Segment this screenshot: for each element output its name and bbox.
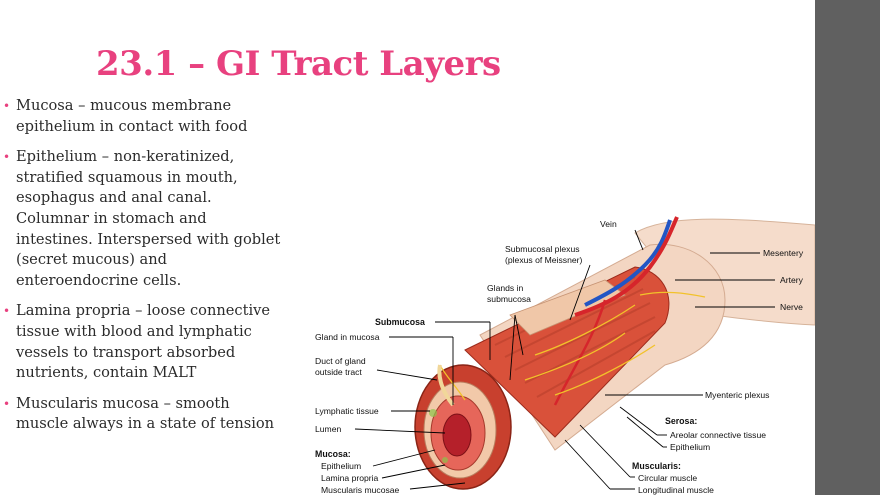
label-myenteric-plexus: Myenteric plexus: [705, 390, 769, 400]
bullet-text: Mucosa – mucous membrane epithelium in c…: [16, 97, 248, 135]
vein-vessel: [584, 219, 672, 307]
label-submucosa: Submucosa: [375, 317, 425, 327]
bullet-text: Lamina propria – loose connective tissue…: [16, 302, 270, 382]
lymphatic-nodule: [429, 409, 437, 417]
label-artery: Artery: [780, 275, 804, 285]
lumen-shape: [442, 413, 472, 457]
right-gray-panel: [815, 0, 880, 495]
bullet-list: • Mucosa – mucous membrane epithelium in …: [0, 96, 318, 445]
muscle-layer: [464, 266, 670, 438]
label-duct-outside-tract: outside tract: [315, 367, 362, 377]
label-lamina-propria: Lamina propria: [321, 473, 379, 483]
lymphatic-nodule: [442, 457, 448, 463]
bullet-muscularis-mucosa: • Muscularis mucosa – smooth muscle alway…: [0, 394, 318, 435]
label-mucosa-epithelium: Epithelium: [321, 461, 361, 471]
label-glands-submucosa: Glands in: [487, 283, 524, 293]
slide: 23.1 – GI Tract Layers • Mucosa – mucous …: [0, 44, 815, 495]
label-submucosal-plexus-sub: (plexus of Meissner): [505, 255, 583, 265]
label-submucosal-plexus: Submucosal plexus: [505, 244, 580, 254]
slide-title: 23.1 – GI Tract Layers: [96, 44, 501, 84]
bullet-text: Muscularis mucosa – smooth muscle always…: [16, 394, 275, 433]
duct-of-gland: [437, 364, 455, 407]
label-muscularis-mucosae: Muscularis mucosae: [321, 485, 400, 495]
label-longitudinal-muscle: Longitudinal muscle: [638, 485, 714, 495]
bullet-epithelium: • Epithelium – non-keratinized, stratifie…: [0, 147, 318, 291]
label-muscularis-heading: Muscularis:: [632, 461, 681, 471]
label-circular-muscle: Circular muscle: [638, 473, 697, 483]
bullet-mucosa: • Mucosa – mucous membrane epithelium in …: [0, 96, 318, 137]
label-lumen: Lumen: [315, 424, 341, 434]
label-nerve: Nerve: [780, 302, 803, 312]
submucosa-layer: [509, 279, 626, 336]
nerve-network: [439, 291, 706, 401]
bullet-text: Epithelium – non-keratinized, stratified…: [16, 148, 281, 289]
label-gland-in-mucosa: Gland in mucosa: [315, 332, 380, 342]
label-glands-submucosa-sub: submucosa: [487, 294, 531, 304]
label-lymphatic-tissue: Lymphatic tissue: [315, 406, 379, 416]
label-serosa-epithelium: Epithelium: [670, 442, 710, 452]
label-mesentery: Mesentery: [763, 248, 804, 258]
gi-tract-diagram: Vein Submucosal plexus (plexus of Meissn…: [315, 216, 815, 495]
label-areolar-tissue: Areolar connective tissue: [670, 430, 766, 440]
bullet-dot-icon: •: [3, 304, 11, 319]
artery-vessel: [574, 216, 679, 317]
bullet-dot-icon: •: [3, 396, 11, 411]
bullet-dot-icon: •: [3, 99, 11, 113]
label-duct-of-gland: Duct of gland: [315, 356, 366, 366]
bullet-lamina-propria: • Lamina propria – loose connective tissu…: [0, 301, 318, 383]
bullet-dot-icon: •: [3, 150, 11, 165]
label-serosa-heading: Serosa:: [665, 416, 697, 426]
label-vein: Vein: [600, 219, 617, 229]
leader-lines: [354, 229, 775, 490]
label-mucosa-heading: Mucosa:: [315, 449, 351, 459]
